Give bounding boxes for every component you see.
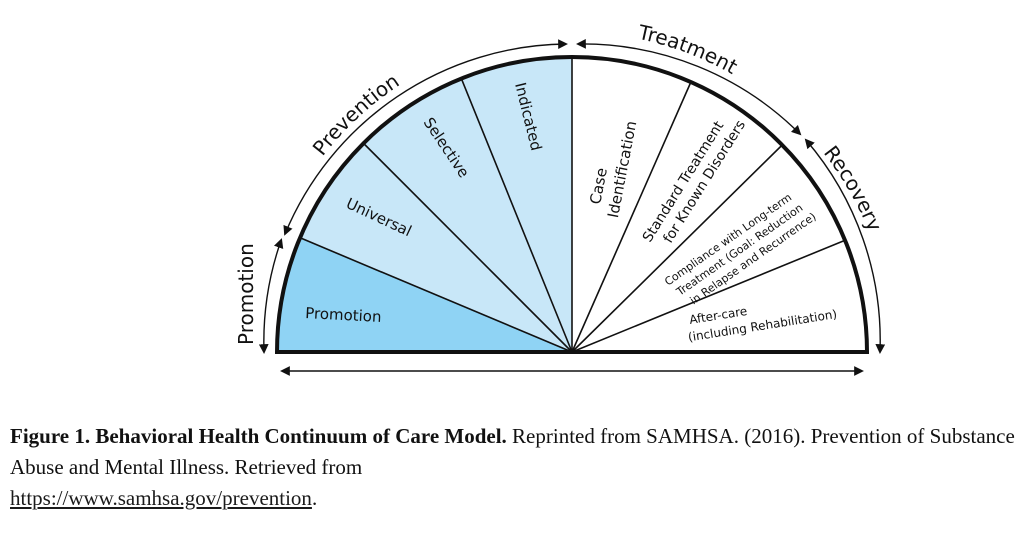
arc-label-promotion: Promotion xyxy=(234,243,258,345)
caption-link[interactable]: https://www.samhsa.gov/prevention xyxy=(10,486,312,510)
caption-text: Reprinted from SAMHSA. (2016). Preventio… xyxy=(10,424,1015,479)
arrow-recovery xyxy=(804,138,886,354)
figure-caption: Figure 1. Behavioral Health Continuum of… xyxy=(10,421,1015,514)
arrow-promotion xyxy=(258,238,284,354)
arrow-treatment xyxy=(576,38,802,136)
segment-promotion xyxy=(277,237,572,352)
continuum-of-care-diagram: Prevention Treatment Recovery Promotion … xyxy=(234,20,887,376)
arrow-prevention xyxy=(283,39,568,236)
caption-end: . xyxy=(311,486,318,510)
segment-label-promotion: Promotion xyxy=(305,304,382,326)
caption-title: Figure 1. Behavioral Health Continuum of… xyxy=(10,424,507,448)
